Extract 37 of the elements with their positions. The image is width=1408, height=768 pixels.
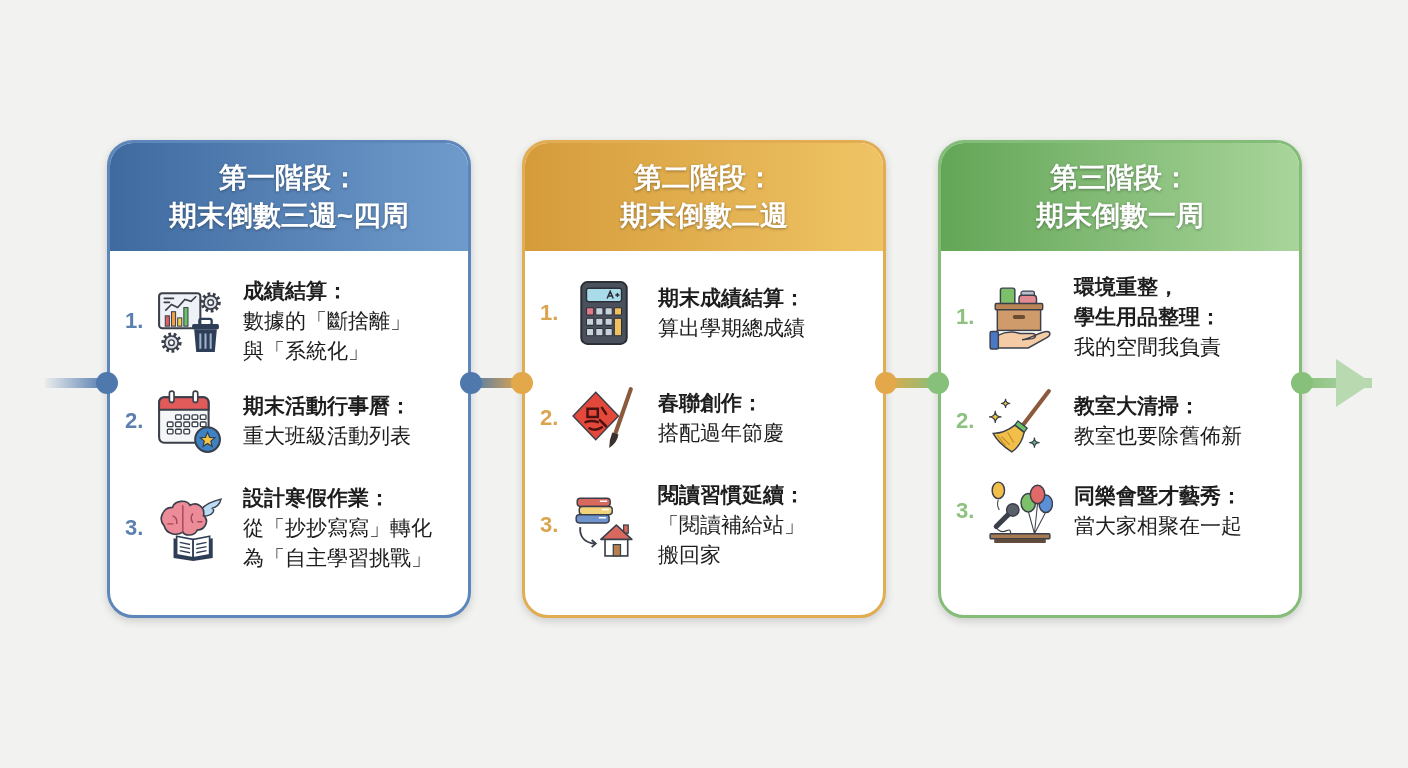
list-number: 2. [956, 407, 976, 435]
item-text: 數據的「斷捨離」與「系統化」 [243, 308, 412, 364]
item-text: 教室也要除舊佈新 [1074, 423, 1242, 449]
list-number: 2. [540, 404, 560, 432]
list-number: 1. [125, 307, 145, 335]
item-text: 算出學期總成績 [658, 315, 805, 341]
list-number: 3. [956, 497, 976, 525]
stage-heading: 第二階段：期末倒數二週 [619, 161, 789, 233]
connector-line [460, 372, 533, 394]
item-title: 成績結算： [243, 278, 349, 304]
stage-card [522, 140, 886, 618]
item-text: 重大班級活動列表 [243, 423, 411, 449]
list-number: 3. [125, 514, 145, 542]
item-title: 期末成績結算： [658, 285, 805, 311]
stage-card [107, 140, 471, 618]
stage-card [938, 140, 1302, 618]
connector-line [875, 372, 949, 394]
item-text: 搭配過年節慶 [658, 420, 784, 446]
item-text: 我的空間我負責 [1074, 334, 1222, 360]
item-title: 設計寒假作業： [243, 485, 391, 511]
list-number: 2. [125, 407, 145, 435]
item-title: 期末活動行事曆： [243, 393, 411, 419]
item-text: 當大家相聚在一起 [1074, 513, 1242, 539]
stage-heading: 第三階段：期末倒數一周 [1035, 161, 1205, 233]
list-number: 1. [540, 299, 560, 327]
item-title: 春聯創作： [658, 390, 764, 416]
item-text: 「閱讀補給站」搬回家 [658, 512, 806, 568]
item-title: 閱讀習慣延續： [658, 482, 806, 508]
item-title: 環境重整，學生用品整理： [1074, 274, 1222, 330]
list-number: 3. [540, 511, 560, 539]
connector-line [45, 372, 118, 394]
item-title: 同樂會暨才藝秀： [1074, 483, 1242, 509]
arrow [1291, 359, 1372, 407]
item-text: 從「抄抄寫寫」轉化為「自主學習挑戰」 [243, 515, 433, 571]
list-number: 1. [956, 303, 976, 331]
stage-heading: 第一階段：期末倒數三週~四周 [167, 161, 411, 233]
item-title: 教室大清掃： [1074, 393, 1201, 419]
